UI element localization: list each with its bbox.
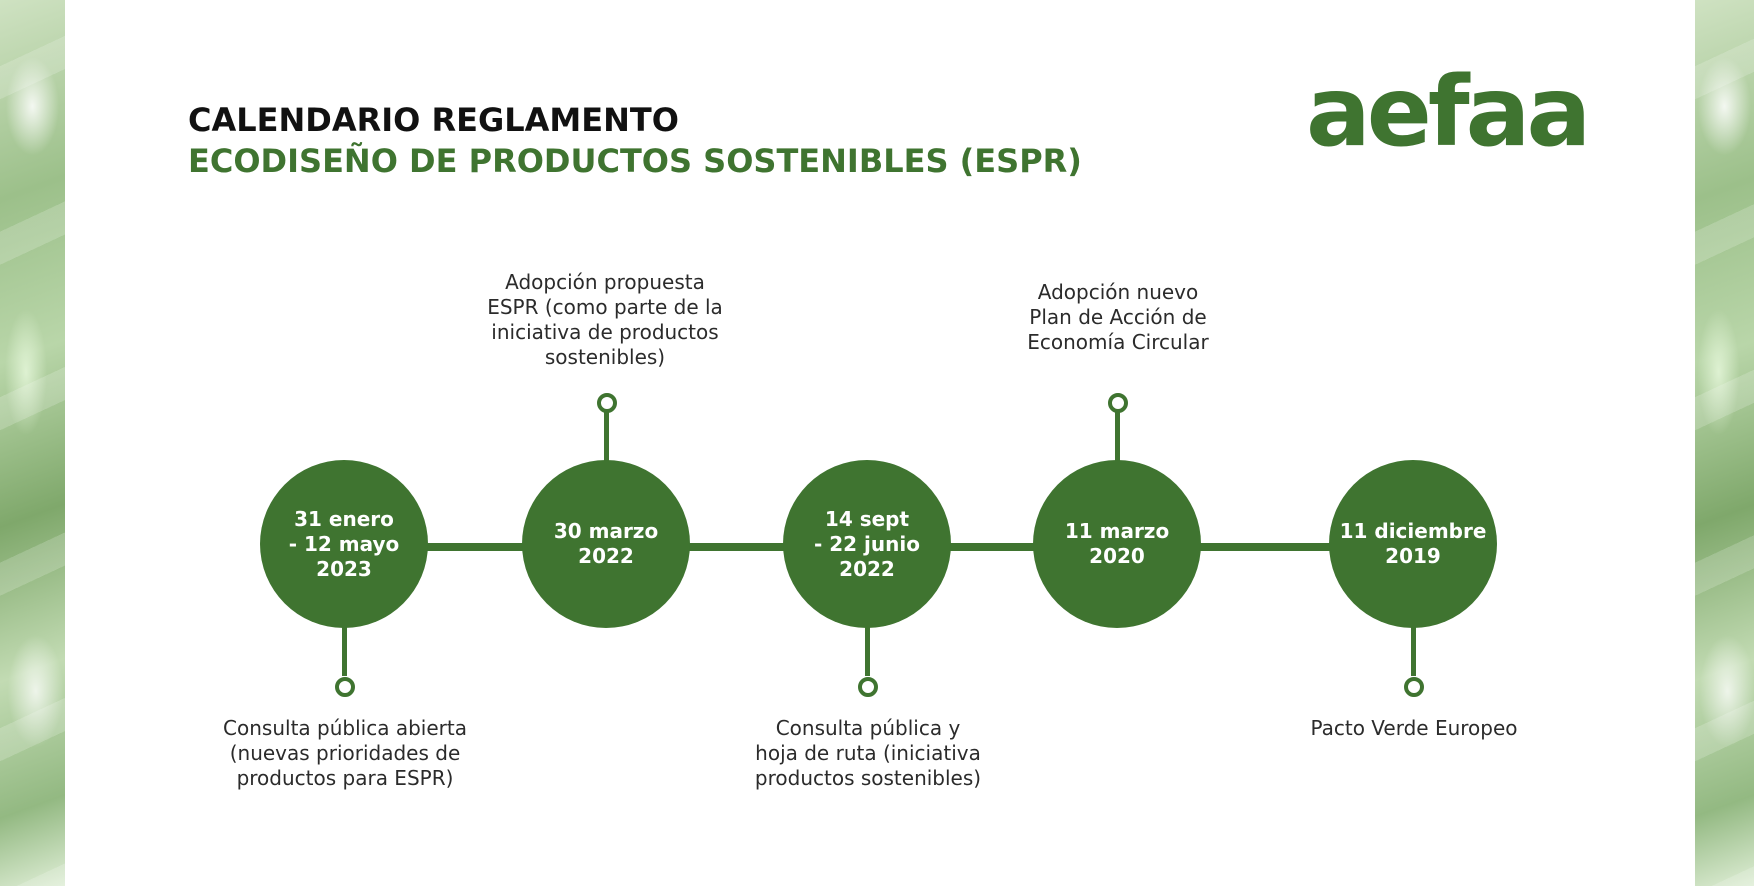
decorative-side-image-right	[1695, 0, 1754, 886]
page-title: CALENDARIO REGLAMENTO	[188, 101, 679, 139]
timeline-pin-1	[335, 677, 355, 697]
timeline-pin-5	[1404, 677, 1424, 697]
timeline-node-2: 30 marzo 2022	[522, 460, 690, 628]
timeline-node-date: 31 enero - 12 mayo 2023	[288, 506, 400, 581]
timeline-node-3: 14 sept - 22 junio 2022	[783, 460, 951, 628]
timeline-pin-4	[1108, 393, 1128, 413]
timeline-connector-4	[1115, 412, 1120, 461]
timeline-node-date: 11 marzo 2020	[1064, 519, 1170, 568]
page-subtitle: ECODISEÑO DE PRODUCTOS SOSTENIBLES (ESPR…	[188, 142, 1082, 180]
timeline-pin-3	[858, 677, 878, 697]
timeline-description-2: Adopción propuesta ESPR (como parte de l…	[487, 270, 723, 369]
timeline-node-4: 11 marzo 2020	[1033, 460, 1201, 628]
decorative-side-image-left	[0, 0, 65, 886]
timeline-pin-2	[597, 393, 617, 413]
aefaa-logo: aefaa	[1306, 56, 1591, 168]
timeline-node-date: 11 diciembre 2019	[1339, 519, 1487, 568]
timeline-node-5: 11 diciembre 2019	[1329, 460, 1497, 628]
timeline-connector-3	[865, 627, 870, 676]
timeline-connector-5	[1411, 627, 1416, 676]
timeline-description-5: Pacto Verde Europeo	[1310, 716, 1518, 740]
timeline-node-date: 30 marzo 2022	[553, 519, 659, 568]
timeline-description-4: Adopción nuevo Plan de Acción de Economí…	[1027, 280, 1209, 354]
timeline-node-1: 31 enero - 12 mayo 2023	[260, 460, 428, 628]
timeline-description-1: Consulta pública abierta (nuevas priorid…	[223, 716, 467, 790]
timeline-connector-1	[342, 627, 347, 676]
timeline-description-3: Consulta pública y hoja de ruta (iniciat…	[754, 716, 982, 790]
timeline-connector-2	[604, 412, 609, 461]
timeline-node-date: 14 sept - 22 junio 2022	[814, 506, 920, 581]
